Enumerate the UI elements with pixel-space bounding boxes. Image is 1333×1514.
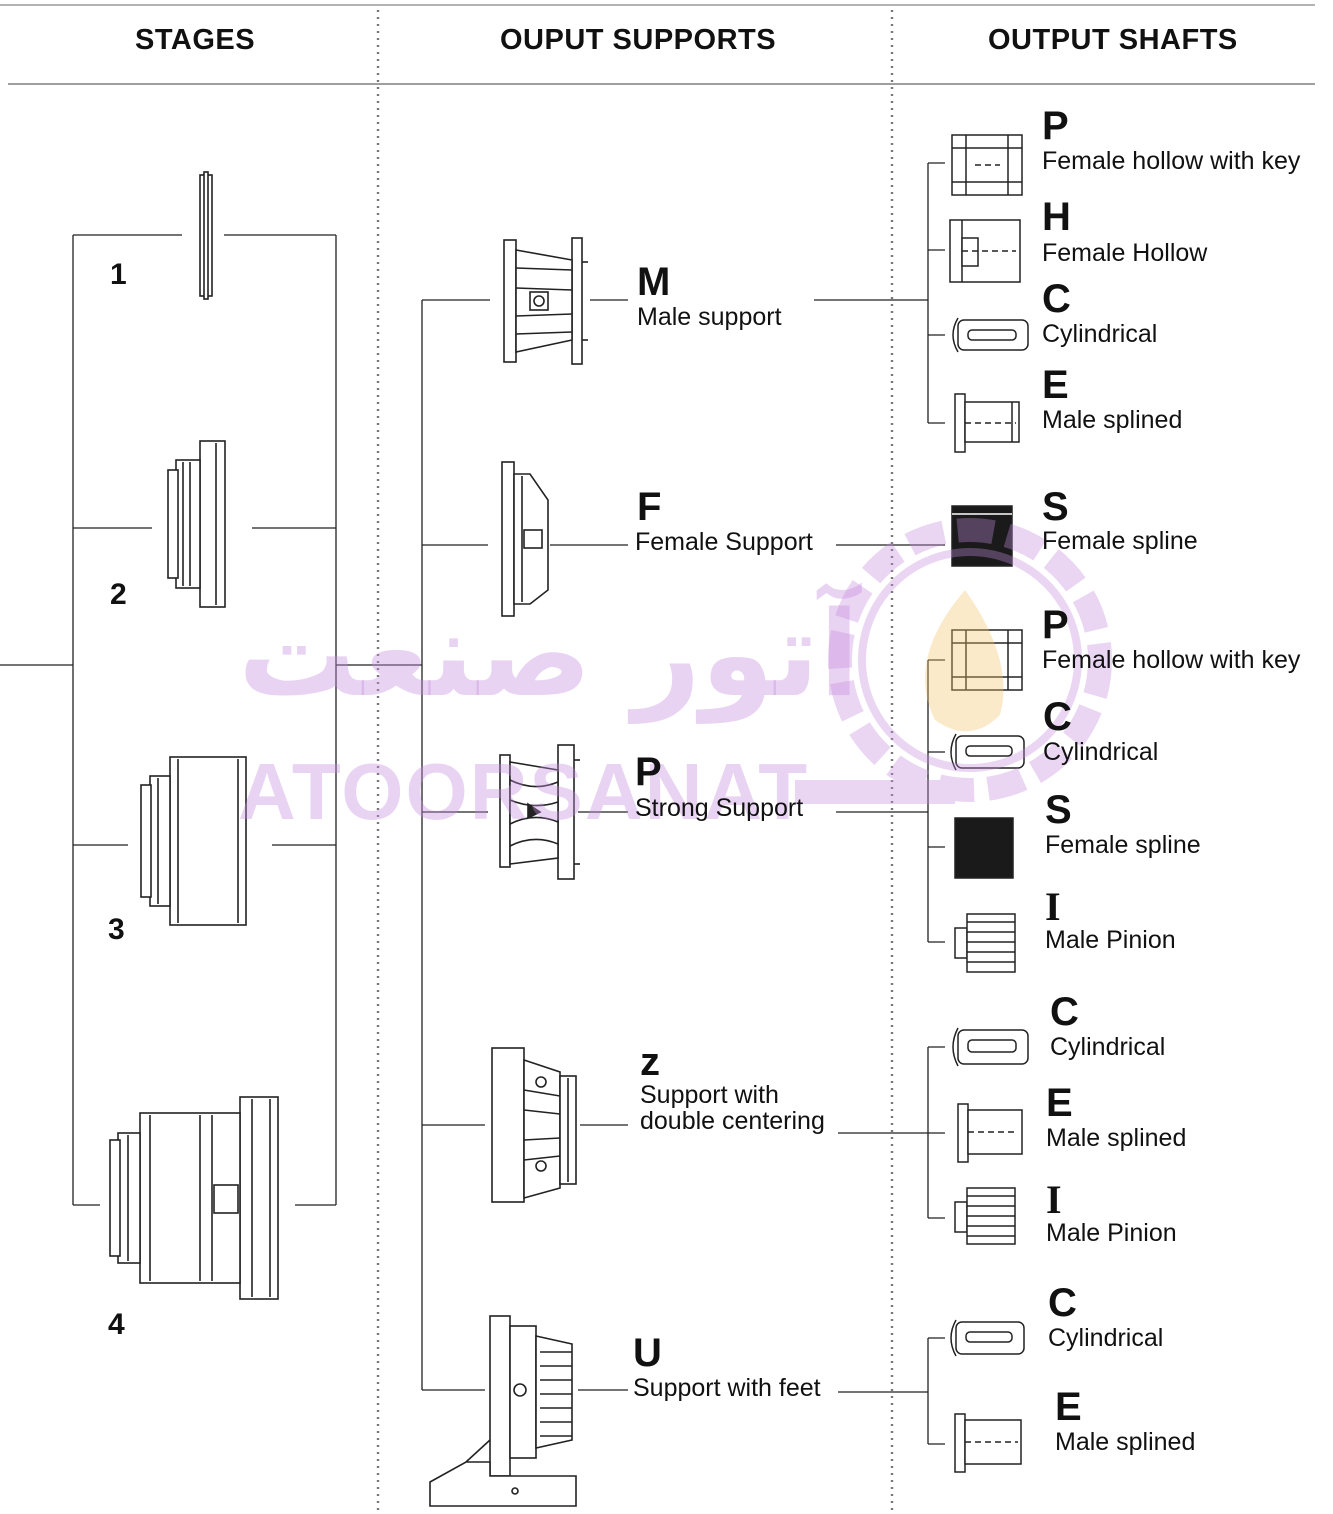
support-label-u: Support with feet <box>633 1374 821 1402</box>
shaft-label: Cylindrical <box>1042 320 1158 348</box>
support-label-z-line1: Support with <box>640 1081 779 1109</box>
stage-number-4: 4 <box>108 1308 125 1341</box>
shaft-code: H <box>1042 195 1071 239</box>
support-code-f: F <box>637 485 662 529</box>
shaft-code: C <box>1050 990 1079 1034</box>
shaft-code: C <box>1042 277 1071 321</box>
support-label-m: Male support <box>637 303 782 331</box>
header-output-supports: OUPUT SUPPORTS <box>500 24 777 56</box>
support-code-m: M <box>637 260 671 304</box>
shaft-drawings <box>949 134 1029 1473</box>
header-stages: STAGES <box>135 24 256 56</box>
support-code-z: z <box>640 1040 660 1084</box>
shaft-label: Female hollow with key <box>1042 646 1301 674</box>
shaft-label: Male splined <box>1042 406 1183 434</box>
shaft-code: P <box>1042 603 1069 647</box>
shaft-label: Male splined <box>1046 1124 1187 1152</box>
shaft-code: S <box>1045 788 1072 832</box>
watermark-persian-text: آتور صنعت <box>238 585 860 723</box>
shaft-label: Male splined <box>1055 1428 1196 1456</box>
shaft-code: P <box>1042 104 1069 148</box>
shaft-label: Female hollow with key <box>1042 147 1301 175</box>
support-label-z-line2: double centering <box>640 1107 825 1135</box>
support-label-p: Strong Support <box>635 794 804 822</box>
shaft-label: Male Pinion <box>1046 1219 1177 1247</box>
shaft-label: Female spline <box>1045 831 1201 859</box>
stage-number-1: 1 <box>110 258 127 291</box>
shaft-label: Cylindrical <box>1050 1033 1166 1061</box>
shaft-code: E <box>1055 1385 1082 1429</box>
support-drawings <box>429 237 588 1507</box>
shaft-code: S <box>1042 485 1069 529</box>
support-label-f: Female Support <box>635 528 813 556</box>
stage-number-3: 3 <box>108 913 125 946</box>
shaft-code: I <box>1045 884 1061 929</box>
shaft-code: C <box>1043 695 1072 739</box>
shaft-label: Female Hollow <box>1042 239 1208 267</box>
support-code-p: P <box>635 750 662 794</box>
shaft-label: Male Pinion <box>1045 926 1176 954</box>
shaft-label: Female spline <box>1042 527 1198 555</box>
shaft-code: E <box>1042 363 1069 407</box>
support-code-u: U <box>633 1331 662 1375</box>
shaft-code: C <box>1048 1281 1077 1325</box>
stage-drawings <box>109 171 279 1300</box>
shaft-label: Cylindrical <box>1048 1324 1164 1352</box>
watermark-latin-text: ATOORSANAT <box>238 747 810 836</box>
shaft-code: I <box>1046 1177 1062 1222</box>
shaft-label: Cylindrical <box>1043 738 1159 766</box>
watermark-gear-logo <box>795 518 1112 804</box>
shaft-code: E <box>1046 1081 1073 1125</box>
header-output-shafts: OUTPUT SHAFTS <box>988 24 1238 56</box>
stage-number-2: 2 <box>110 578 127 611</box>
